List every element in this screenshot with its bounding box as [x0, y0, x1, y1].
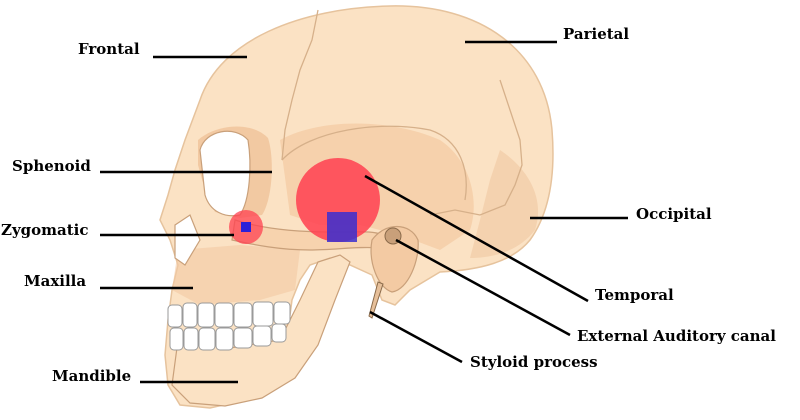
occipital-shadow: [470, 150, 539, 258]
label-zygomatic: Zygomatic: [1, 221, 89, 239]
upper-teeth: [167, 301, 291, 328]
label-parietal: Parietal: [563, 25, 630, 43]
mastoid: [370, 226, 419, 293]
label-mandible: Mandible: [52, 367, 132, 385]
label-external-auditory-canal: External Auditory canal: [577, 327, 776, 345]
leader-lines: [100, 40, 628, 384]
zygomatic-highlight-square: [241, 222, 251, 232]
nasal-opening: [174, 214, 201, 266]
label-frontal: Frontal: [78, 40, 140, 58]
squamosal-suture: [281, 125, 467, 201]
label-maxilla: Maxilla: [24, 272, 87, 290]
temporal-highlight-square: [327, 212, 357, 242]
maxilla-shadow: [172, 245, 300, 305]
coronal-suture: [281, 9, 319, 161]
leader-external-auditory-canal: [395, 238, 571, 337]
label-occipital: Occipital: [636, 205, 712, 223]
leader-temporal: [364, 174, 589, 303]
styloid: [368, 281, 384, 319]
leader-styloid-process: [369, 310, 463, 364]
lambdoid-suture: [429, 79, 523, 216]
label-styloid-process: Styloid process: [470, 353, 598, 371]
temporal-highlight-circle: [296, 158, 380, 242]
lower-teeth: [169, 323, 287, 351]
mandible-bone: [171, 254, 351, 407]
label-sphenoid: Sphenoid: [12, 157, 91, 175]
eye-socket: [199, 130, 251, 217]
label-temporal: Temporal: [595, 286, 674, 304]
